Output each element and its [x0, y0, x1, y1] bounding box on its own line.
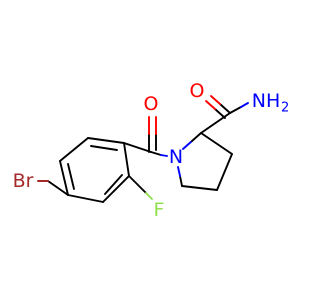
bond-c4-c5 — [181, 185, 218, 191]
ring-nitrogen-label: N — [169, 146, 183, 168]
bond-c4-br — [47, 180, 69, 196]
benzene-ring — [59, 137, 130, 203]
bond-n-c2-colored — [182, 140, 193, 150]
amide-h2-subscript: 2 — [281, 101, 289, 116]
bond-amide-n — [229, 106, 242, 114]
fluorine-atom-label: F — [154, 199, 165, 221]
amide-nitrogen-label: NH — [252, 90, 281, 112]
bond-amide-o-a-colored — [210, 95, 221, 105]
bond-c6-f-colored — [145, 192, 153, 200]
bromine-atom-label: Br — [13, 170, 34, 192]
pyrrolidine-ring — [177, 132, 233, 191]
bond-ring-c2-c3 — [59, 137, 89, 162]
bond-c2-c3 — [200, 132, 233, 155]
bond-amide-o-b — [214, 108, 226, 119]
molecule-diagram: Br F O N O NH 2 — [13, 80, 290, 221]
bond-amide-o-b-colored — [205, 100, 216, 110]
amide-oxygen-label: O — [190, 80, 205, 102]
bond-ring-inner-c3-c4 — [67, 163, 75, 190]
bond-amide-n-colored — [240, 102, 249, 108]
bond-ring-c5-c6 — [102, 175, 130, 203]
bond-n-c2 — [191, 132, 202, 142]
bond-ring-carbonyl — [123, 142, 152, 153]
bond-ring-inner-c1-c2 — [90, 145, 118, 151]
bond-carbonyl-n — [150, 151, 162, 156]
bond-c5-n-colored — [177, 166, 181, 177]
bond-c5-n — [179, 175, 183, 187]
bond-ring-c6-c1 — [123, 142, 130, 177]
bond-c3-c4 — [216, 153, 233, 191]
bond-c6-f — [128, 175, 147, 194]
bond-c2-amide-carbon — [200, 112, 231, 134]
bond-ring-c1-c2 — [87, 137, 125, 144]
bond-carbonyl-n-colored — [160, 154, 168, 157]
bond-ring-inner-c5-c6 — [104, 174, 123, 195]
bond-ring-c3-c4 — [59, 160, 69, 196]
bond-amide-o-a — [219, 103, 231, 114]
bond-ring-c4-c5 — [67, 194, 104, 203]
carbonyl-oxygen-label: O — [144, 93, 159, 115]
